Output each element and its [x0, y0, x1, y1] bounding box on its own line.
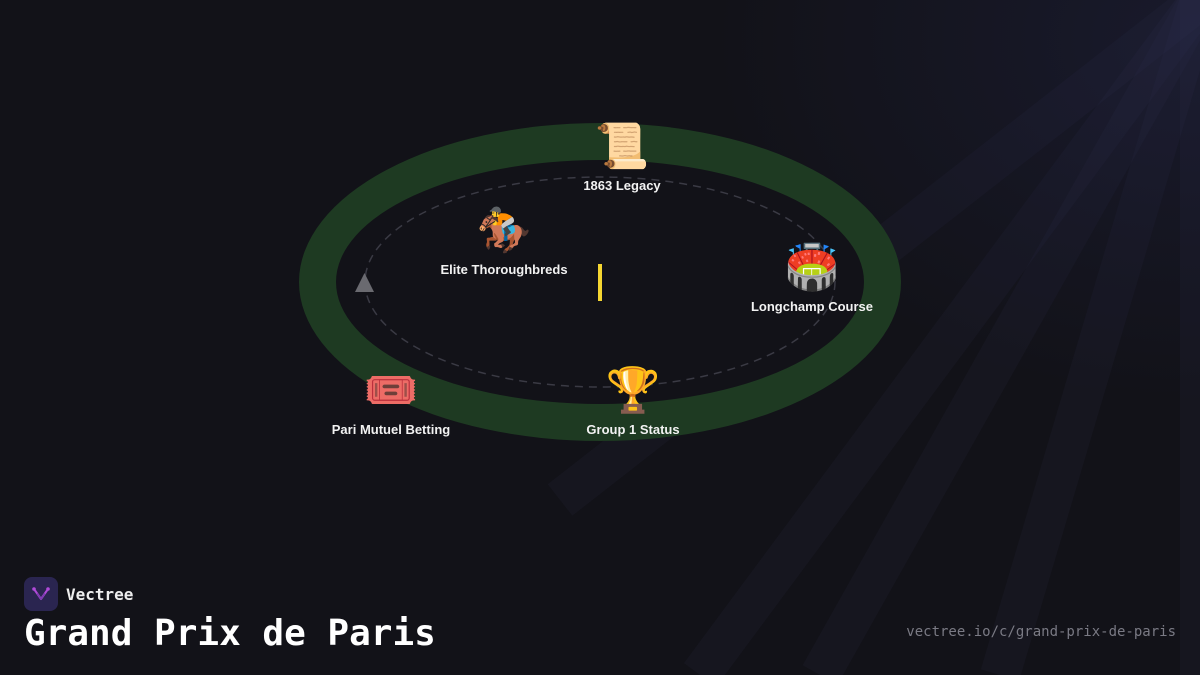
node-longchamp-course[interactable]: 🏟️ Longchamp Course — [712, 243, 912, 314]
center-marker — [598, 264, 602, 301]
node-label: Elite Thoroughbreds — [440, 262, 568, 277]
node-label: Longchamp Course — [750, 299, 874, 314]
trophy-icon: 🏆 — [605, 366, 661, 415]
direction-arrow — [355, 273, 374, 292]
node-label: 1863 Legacy — [583, 178, 661, 193]
vectree-logo-icon — [24, 577, 58, 611]
page-title: Grand Prix de Paris — [24, 613, 436, 654]
node-elite-thoroughbreds[interactable]: 🏇 Elite Thoroughbreds — [404, 206, 604, 277]
stadium-icon: 🏟️ — [784, 243, 840, 292]
scroll-icon: 📜 — [594, 122, 650, 171]
ticket-icon: 🎟️ — [363, 366, 419, 415]
horse-racing-icon: 🏇 — [476, 206, 532, 255]
node-label: Pari Mutuel Betting — [331, 422, 451, 437]
node-1863-legacy[interactable]: 📜 1863 Legacy — [522, 122, 722, 193]
node-group-1-status[interactable]: 🏆 Group 1 Status — [533, 366, 733, 437]
brand[interactable]: Vectree — [24, 577, 133, 611]
node-pari-mutuel-betting[interactable]: 🎟️ Pari Mutuel Betting — [291, 366, 491, 437]
brand-name: Vectree — [66, 584, 134, 604]
page-url[interactable]: vectree.io/c/grand-prix-de-paris — [906, 624, 1176, 640]
node-label: Group 1 Status — [586, 422, 680, 437]
